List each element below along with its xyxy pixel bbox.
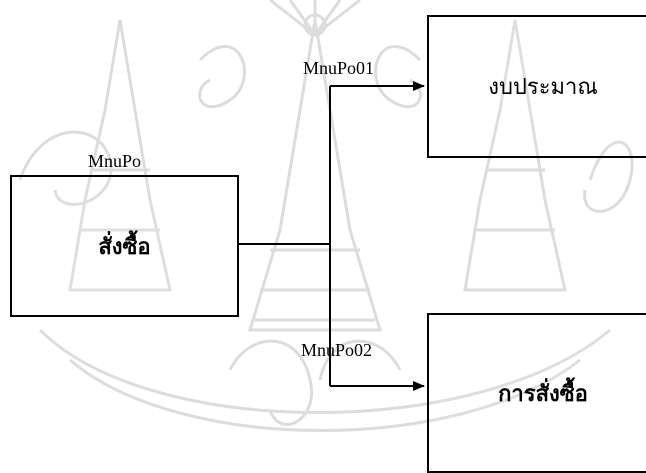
diagram-canvas: MnuPo สั่งซื้อ MnuPo01 งบประมาณ MnuPo02 … bbox=[0, 0, 646, 454]
child2-node-label: การสั่งซื้อ bbox=[498, 376, 588, 411]
child2-node-code: MnuPo02 bbox=[301, 340, 372, 361]
child1-node-label: งบประมาณ bbox=[488, 69, 598, 104]
child1-node-code: MnuPo01 bbox=[303, 58, 374, 79]
root-node: สั่งซื้อ bbox=[10, 175, 239, 317]
child1-node: งบประมาณ bbox=[427, 15, 646, 158]
root-node-code: MnuPo bbox=[88, 151, 141, 172]
child2-node: การสั่งซื้อ bbox=[427, 313, 646, 473]
root-node-label: สั่งซื้อ bbox=[98, 229, 150, 264]
